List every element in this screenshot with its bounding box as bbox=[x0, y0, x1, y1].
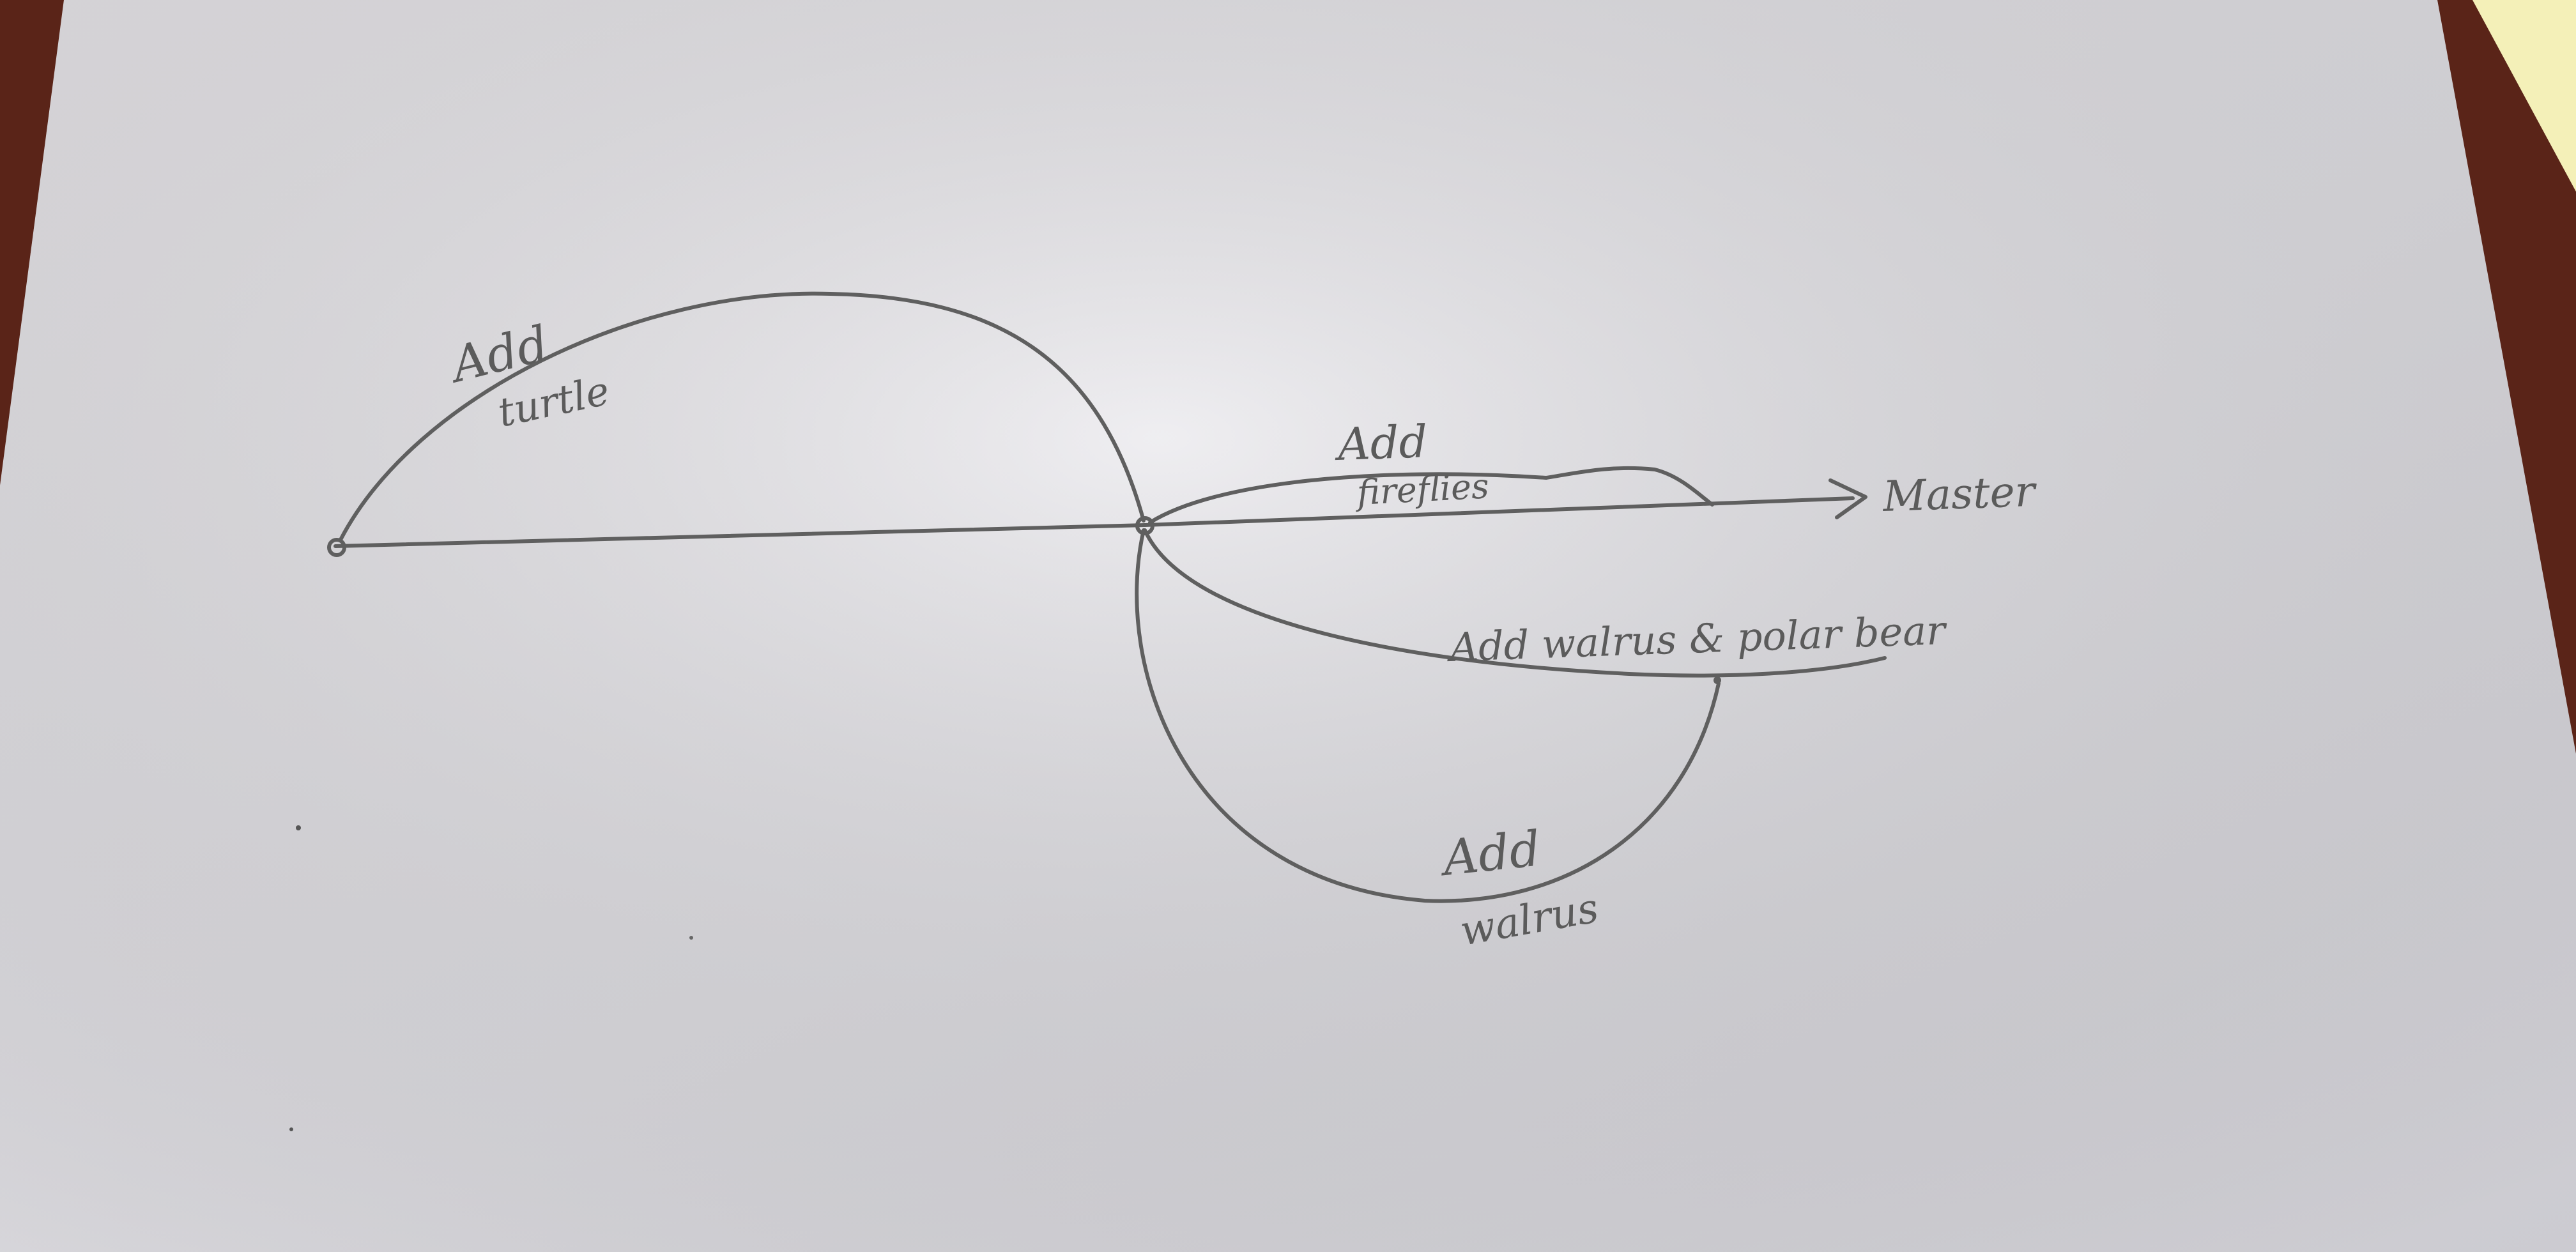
master-branch-line bbox=[334, 496, 1855, 548]
walrus-add-label: Add bbox=[1437, 820, 1544, 887]
fireflies-name-label: fireflies bbox=[1353, 466, 1490, 513]
pencil-speck bbox=[289, 1127, 293, 1131]
walrus-polar-branch-curve bbox=[1143, 528, 1887, 678]
pencil-speck bbox=[296, 825, 301, 830]
pencil-speck bbox=[689, 936, 693, 940]
walrus-branch-curve bbox=[1135, 528, 1721, 903]
sticky-note bbox=[2472, 0, 2576, 192]
turtle-branch-curve bbox=[339, 291, 1146, 542]
start-commit-node bbox=[327, 538, 346, 557]
master-arrow-icon bbox=[1828, 478, 1867, 519]
walrus-merge-node bbox=[1713, 676, 1721, 684]
fireflies-branch-curve bbox=[1148, 466, 1714, 524]
master-label: Master bbox=[1882, 467, 2038, 521]
fireflies-add-label: Add bbox=[1333, 415, 1429, 471]
